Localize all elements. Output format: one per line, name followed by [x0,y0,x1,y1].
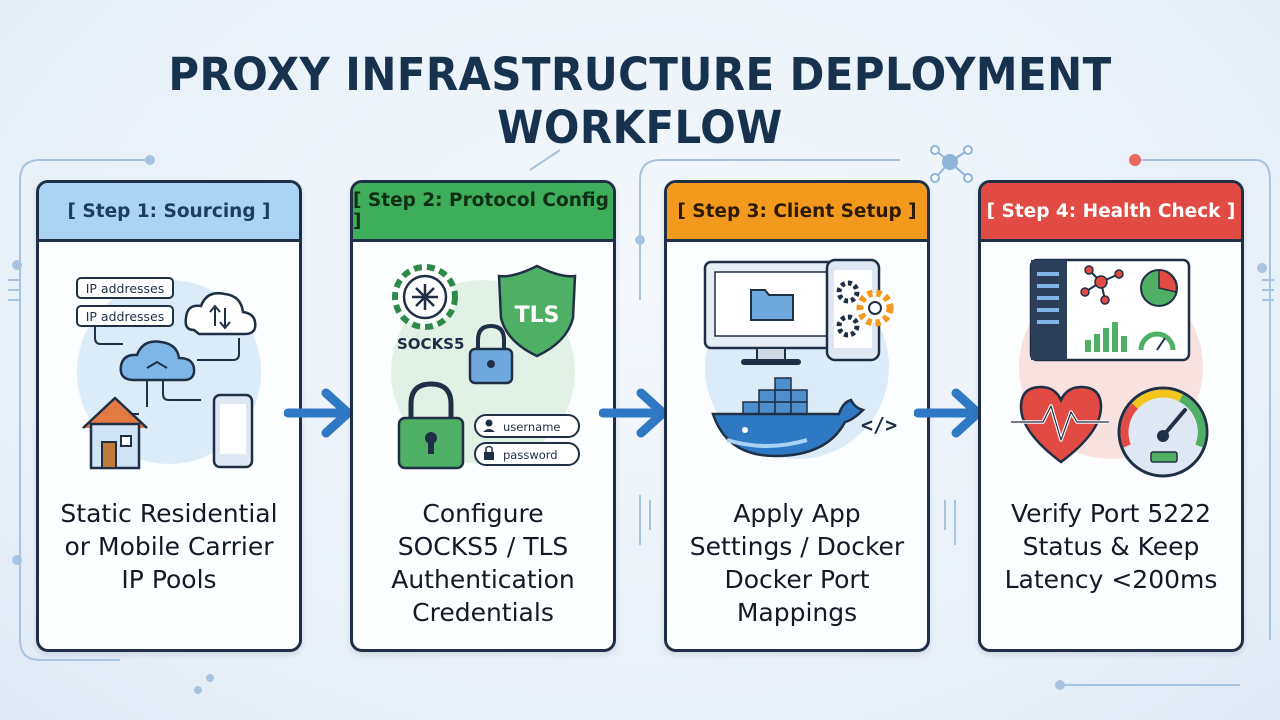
ip-address-tag: IP addresses [76,277,174,299]
step-1-line: IP Pools [121,565,217,594]
socks5-gear-icon [392,264,458,330]
password-text: password [503,448,558,462]
step-3-description: Apply App Settings / Docker Docker Port … [675,497,919,629]
speedometer-icon [1117,386,1209,478]
step-3-line: Apply App [733,499,861,528]
monitor-icon [703,260,839,365]
step-2-illustration: SOCKS5 TLS username password [391,264,580,470]
step-2-header: [ Step 2: Protocol Config ] [353,183,613,242]
step-3-label: [ Step 3: Client Setup ] [677,200,917,222]
step-4-line: Latency <200ms [1004,565,1218,594]
step-2-line: Authentication [391,565,575,594]
step-2-description: Configure SOCKS5 / TLS Authentication Cr… [361,497,605,629]
cloud-sync-icon [184,292,257,336]
step-3-header: [ Step 3: Client Setup ] [667,183,927,242]
step-1-line: or Mobile Carrier [64,532,274,561]
step-2-label: [ Step 2: Protocol Config ] [353,190,609,232]
step-2-line: Credentials [412,598,554,627]
step-3-line: Mappings [736,598,858,627]
step-1-description: Static Residential or Mobile Carrier IP … [47,497,291,596]
large-lock-icon [397,381,465,470]
step-4-card: [ Step 4: Health Check ] [978,180,1244,652]
step-4-illustration [1011,258,1209,478]
step-2-line: SOCKS5 / TLS [397,532,569,561]
small-lock-icon [468,323,514,385]
step-4-header: [ Step 4: Health Check ] [981,183,1241,242]
step-2-card: [ Step 2: Protocol Config ] SOCKS5 TLS u… [350,180,616,652]
step-4-label: [ Step 4: Health Check ] [986,200,1236,222]
ip-address-tag: IP addresses [76,305,174,327]
socks5-label: SOCKS5 [397,335,464,353]
orange-gear-icon [856,289,894,327]
step-3-card: [ Step 3: Client Setup ] [664,180,930,652]
docker-whale-icon [711,377,866,458]
username-field-icon: username [474,414,580,438]
username-text: username [503,420,561,434]
step-1-label: [ Step 1: Sourcing ] [67,200,271,222]
ip-tag-1-text: IP addresses [86,281,165,296]
page-title: PROXY INFRASTRUCTURE DEPLOYMENT WORKFLOW [168,48,1112,154]
ip-tag-2-text: IP addresses [86,309,165,324]
step-4-description: Verify Port 5222 Status & Keep Latency <… [989,497,1233,596]
step-1-card: [ Step 1: Sourcing ] IP addresses IP add… [36,180,302,652]
code-tag-icon: </> [861,413,897,437]
tls-shield-icon: TLS [497,264,577,358]
flow-arrow-icon [599,388,668,438]
cloud-network-icon [119,340,196,382]
step-3-line: Settings / Docker [689,532,905,561]
step-3-illustration: </> [703,258,897,459]
dashboard-monitor-icon [1029,258,1191,362]
house-icon [82,396,148,470]
step-1-line: Static Residential [60,499,278,528]
step-4-line: Verify Port 5222 [1011,499,1211,528]
tls-label: TLS [515,303,560,328]
step-4-line: Status & Keep [1022,532,1200,561]
step-1-illustration: IP addresses IP addresses [76,277,261,470]
step-2-line: Configure [422,499,544,528]
step-3-line: Docker Port [724,565,870,594]
heartbeat-icon [1011,385,1109,464]
flow-arrow-icon [284,388,353,438]
step-1-header: [ Step 1: Sourcing ] [39,183,299,242]
mobile-phone-icon [212,393,254,469]
password-field-icon: password [474,442,580,466]
